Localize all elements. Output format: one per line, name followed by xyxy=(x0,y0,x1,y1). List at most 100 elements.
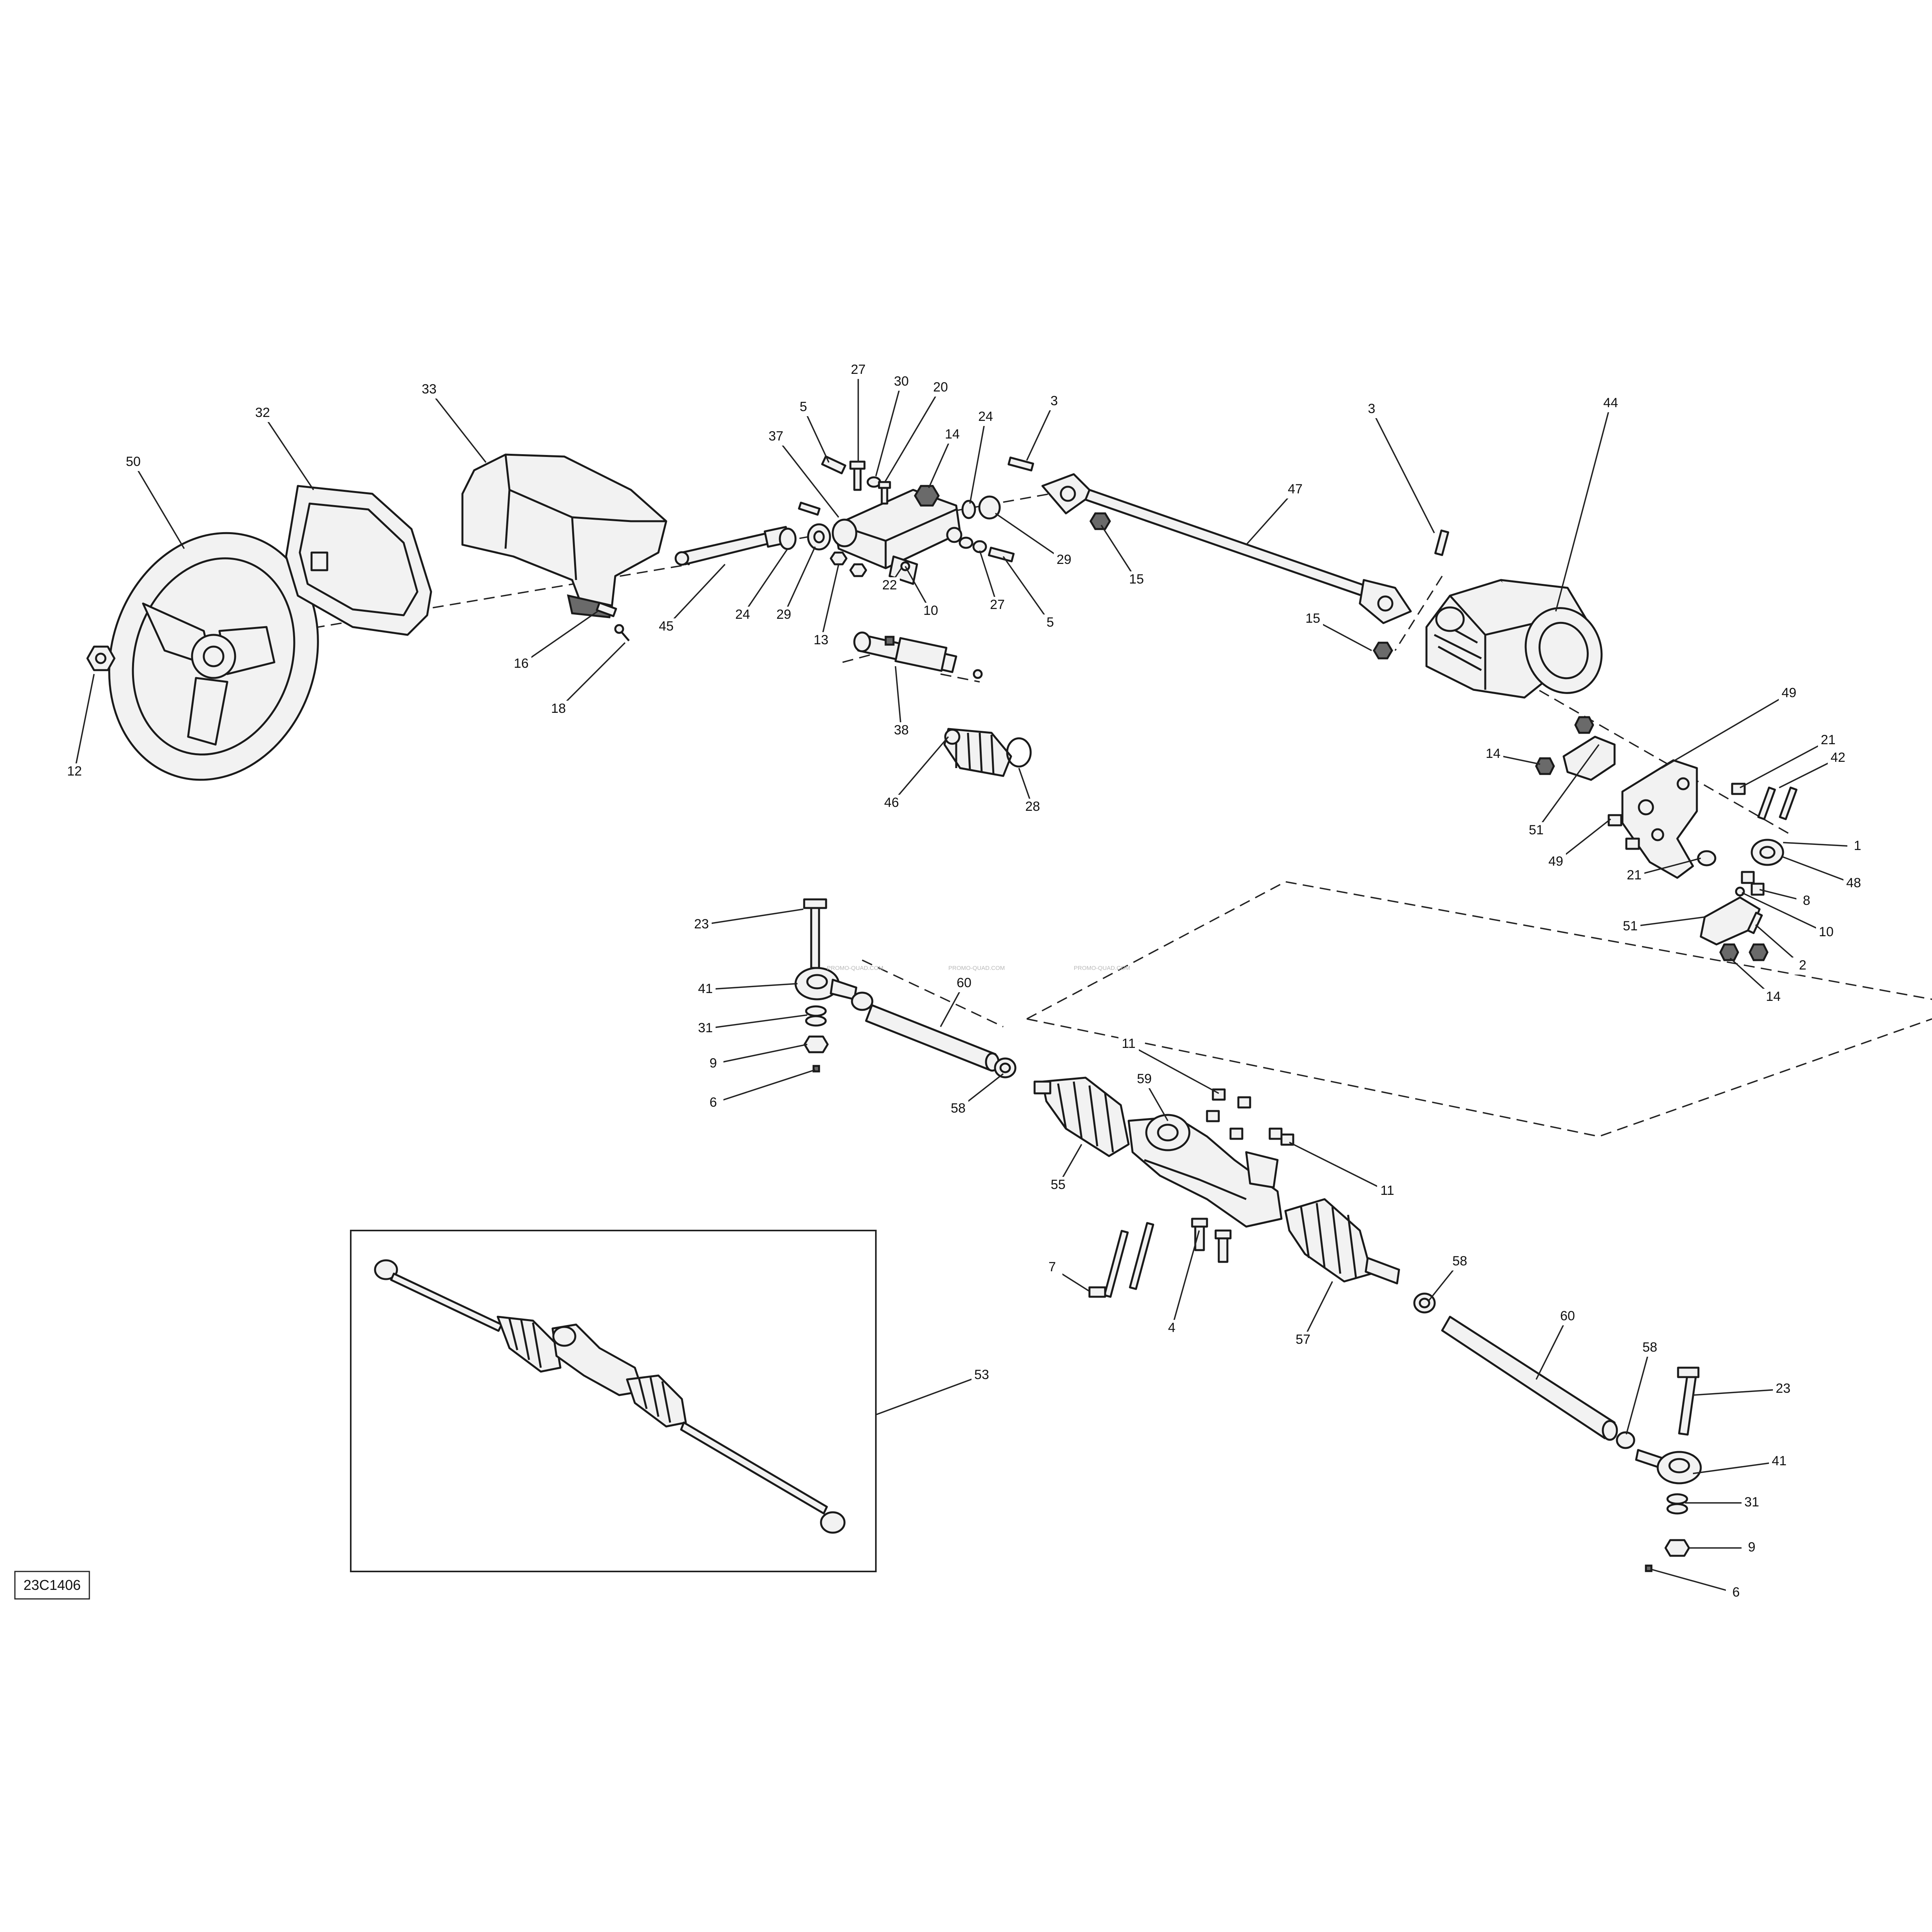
pinion-boot xyxy=(943,728,1012,777)
tie-rod-tube-left xyxy=(865,1004,1000,1072)
bracket-bolt-5 xyxy=(821,455,846,475)
leader-line xyxy=(1783,842,1858,847)
callout-number: 32 xyxy=(255,405,270,420)
steering-shaft xyxy=(674,526,790,566)
callout-background xyxy=(419,381,439,399)
leader-line xyxy=(1626,1348,1651,1435)
pinion-washer-10 xyxy=(973,669,983,679)
leader-line xyxy=(1535,744,1600,832)
leader-line xyxy=(1289,1142,1388,1192)
leader-line xyxy=(1740,740,1829,788)
callout-background xyxy=(1742,1494,1762,1512)
callout-number: 28 xyxy=(1025,799,1040,814)
leader-line xyxy=(1128,1044,1219,1094)
callout-background xyxy=(975,409,996,426)
callout-background xyxy=(1526,822,1546,839)
leader-line xyxy=(803,407,830,463)
callout-number: 6 xyxy=(1733,1585,1740,1600)
callout-number: 18 xyxy=(551,701,566,716)
column-support-bracket xyxy=(832,489,962,585)
steering-column-cover xyxy=(461,453,667,618)
tie-rod-end-right xyxy=(1635,1449,1702,1484)
leader-line xyxy=(1371,409,1435,533)
u-joint-nut-15-right xyxy=(1373,642,1393,660)
callout-background xyxy=(1303,611,1323,628)
callout-background xyxy=(1843,875,1864,892)
callout-background xyxy=(64,763,85,781)
leader-line xyxy=(521,611,598,665)
leader-line xyxy=(1693,1388,1783,1396)
callout-background xyxy=(1624,867,1644,884)
callout-background xyxy=(695,981,716,998)
callout-background xyxy=(1377,1183,1397,1200)
steering-rack-housing xyxy=(1127,1114,1283,1228)
damper-48 xyxy=(1751,839,1784,866)
callout-number: 37 xyxy=(768,429,783,444)
washer-10-right xyxy=(1735,886,1745,897)
callout-number: 11 xyxy=(1380,1183,1394,1198)
tie-rod-washer-right xyxy=(1666,1493,1688,1515)
callout-number: 47 xyxy=(1288,482,1303,497)
leader-line xyxy=(891,736,949,804)
tie-rod-bolt-right xyxy=(1677,1367,1700,1436)
callout-background xyxy=(891,722,912,739)
leader-line xyxy=(705,1014,808,1029)
callout-background xyxy=(766,428,786,446)
tie-rod-cotter-right xyxy=(1645,1564,1653,1572)
tie-rod-nut-left xyxy=(803,1035,829,1053)
tie-rod-jam-nut-left xyxy=(851,991,874,1011)
callout-background xyxy=(1640,1339,1660,1357)
bearing-left xyxy=(807,523,831,551)
callout-background xyxy=(1742,1539,1762,1557)
steering-trim-bezel xyxy=(285,485,432,636)
watermark-text-2: PROMO-QUAD.COM xyxy=(948,965,1005,971)
callout-number: 58 xyxy=(1452,1254,1467,1269)
callout-number: 50 xyxy=(126,454,141,469)
rack-assembly-inset xyxy=(350,1230,877,1572)
power-steering-bracket xyxy=(1621,759,1698,879)
callout-number: 60 xyxy=(1560,1309,1575,1323)
bracket-bolt-21-top xyxy=(1731,783,1746,795)
callout-background xyxy=(1726,1584,1746,1602)
u-joint-bolt-left xyxy=(1008,457,1034,471)
callout-background xyxy=(1022,799,1043,816)
callout-background xyxy=(1847,838,1868,855)
rack-mount-bushings-11 xyxy=(1206,1088,1294,1146)
callout-background xyxy=(1816,924,1836,941)
callout-background xyxy=(252,405,273,422)
callout-number: 3 xyxy=(1051,393,1058,408)
callout-background xyxy=(691,916,712,933)
leader-line xyxy=(928,435,953,488)
callout-number: 44 xyxy=(1603,395,1618,410)
leader-line xyxy=(875,382,902,477)
callout-number: 58 xyxy=(1642,1340,1657,1355)
jam-nut-58-right-inner xyxy=(1413,1292,1436,1314)
u-joint-bolt-right xyxy=(1434,529,1449,556)
nut-14-bottom xyxy=(1719,943,1769,961)
rack-nuts-4 xyxy=(1191,1218,1232,1263)
callout-number: 46 xyxy=(884,795,899,810)
callout-background xyxy=(1162,1320,1182,1337)
callout-number: 21 xyxy=(1627,868,1642,883)
callout-background xyxy=(811,632,831,649)
callout-background xyxy=(948,1100,968,1118)
leader-line xyxy=(1245,489,1296,546)
callout-background xyxy=(1779,685,1799,702)
leader-line xyxy=(665,564,726,628)
callout-number: 9 xyxy=(1748,1540,1756,1555)
leader-line xyxy=(558,642,626,710)
bolt-42 xyxy=(1757,787,1798,820)
bushing-left xyxy=(779,527,797,550)
callout-number: 7 xyxy=(1049,1260,1056,1274)
leader-lines xyxy=(74,370,1858,1594)
diagram-code: 23C1406 xyxy=(24,1577,81,1593)
steering-pinion-shaft xyxy=(853,631,957,673)
leader-line xyxy=(1781,855,1854,884)
steering-wheel xyxy=(108,532,319,781)
callout-number: 4 xyxy=(1168,1320,1176,1335)
callout-number: 12 xyxy=(67,764,82,779)
callout-background xyxy=(971,1367,992,1384)
callout-number: 1 xyxy=(1854,838,1861,853)
leader-line xyxy=(995,513,1064,561)
callout-number: 20 xyxy=(933,380,948,395)
